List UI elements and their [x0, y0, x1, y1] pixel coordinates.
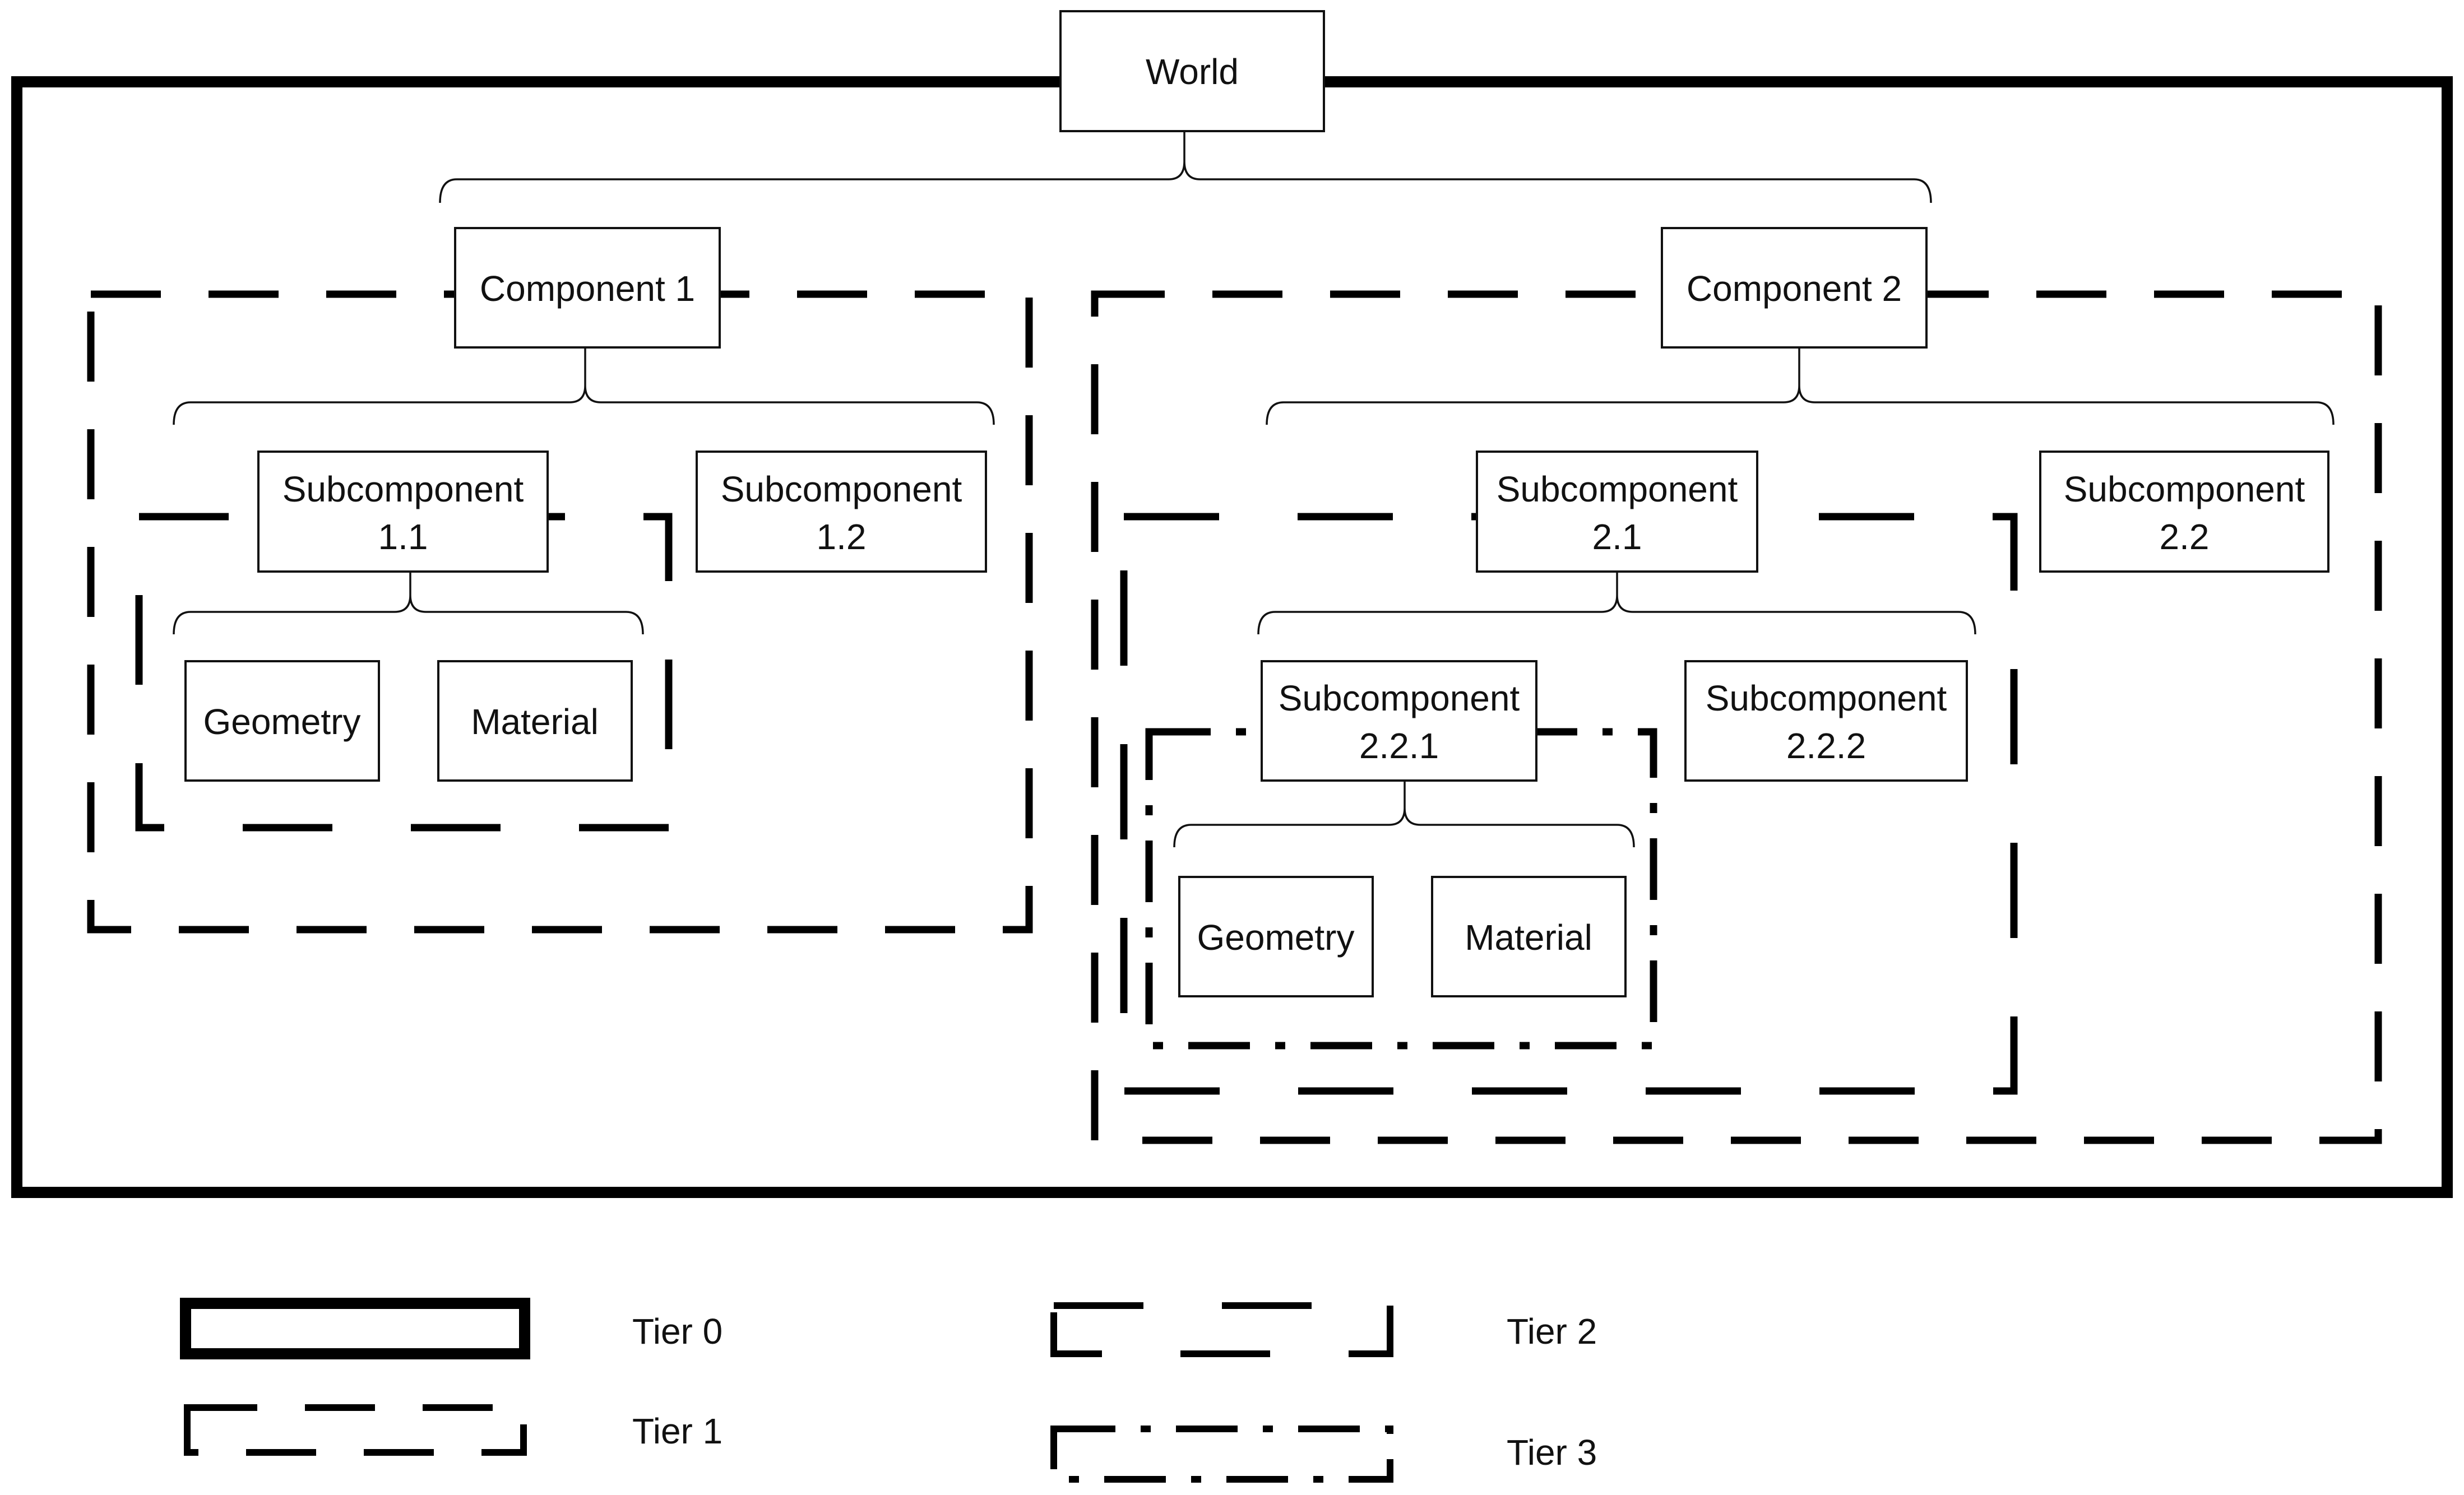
tier1-boundary-component1: [87, 290, 1033, 934]
node-subcomponent-1-2: Subcomponent 1.2: [696, 451, 987, 573]
svg-text:1.2: 1.2: [817, 517, 867, 557]
legend-swatch-tier2: [1050, 1302, 1393, 1357]
svg-text:Subcomponent: Subcomponent: [2064, 469, 2305, 509]
node-material-1: Material: [437, 660, 633, 782]
legend-label-tier0: Tier 0: [632, 1311, 722, 1352]
node-world: World: [1059, 10, 1325, 132]
brace-sub221: [1173, 781, 1635, 848]
tier2-boundary-sub21: [1120, 513, 2018, 1095]
svg-text:Material: Material: [471, 702, 599, 742]
svg-text:Subcomponent: Subcomponent: [1279, 678, 1520, 718]
svg-text:Subcomponent: Subcomponent: [1706, 678, 1947, 718]
node-subcomponent-1-1: Subcomponent 1.1: [257, 451, 549, 573]
svg-text:Subcomponent: Subcomponent: [721, 469, 962, 509]
tier0-boundary: [11, 76, 2453, 1198]
svg-text:2.2.1: 2.2.1: [1359, 726, 1439, 766]
svg-text:2.2.2: 2.2.2: [1786, 726, 1866, 766]
svg-text:2.2: 2.2: [2160, 517, 2210, 557]
legend-label-tier3: Tier 3: [1507, 1432, 1597, 1473]
legend-label-tier2: Tier 2: [1507, 1311, 1597, 1352]
brace-component1: [173, 347, 995, 425]
legend: Tier 0 Tier 1 Tier 2 Tier 3: [180, 1298, 1597, 1483]
svg-text:Geometry: Geometry: [1197, 917, 1355, 958]
node-subcomponent-2-2-2: Subcomponent 2.2.2: [1684, 660, 1968, 782]
node-component2: Component 2: [1661, 227, 1928, 349]
svg-text:2.1: 2.1: [1592, 517, 1642, 557]
svg-text:Component 2: Component 2: [1687, 268, 1902, 309]
svg-text:Subcomponent: Subcomponent: [282, 469, 524, 509]
svg-text:Geometry: Geometry: [203, 702, 361, 742]
legend-swatch-tier0: [180, 1298, 530, 1359]
legend-swatch-tier1: [184, 1404, 527, 1456]
node-geometry-1: Geometry: [184, 660, 380, 782]
brace-world: [439, 131, 1932, 203]
brace-component2: [1266, 347, 2335, 425]
node-subcomponent-2-2: Subcomponent 2.2: [2039, 451, 2329, 573]
legend-label-tier1: Tier 1: [632, 1411, 722, 1451]
svg-text:Subcomponent: Subcomponent: [1497, 469, 1738, 509]
node-component1: Component 1: [454, 227, 721, 349]
brace-sub11: [173, 572, 644, 635]
svg-text:1.1: 1.1: [378, 517, 428, 557]
brace-sub21: [1257, 572, 1976, 635]
node-material-2: Material: [1431, 876, 1627, 997]
node-subcomponent-2-1: Subcomponent 2.1: [1476, 451, 1758, 573]
svg-text:Material: Material: [1465, 917, 1592, 958]
tier2-boundary-sub11: [135, 513, 673, 832]
svg-text:Component 1: Component 1: [480, 268, 695, 309]
legend-swatch-tier3: [1050, 1426, 1393, 1483]
node-subcomponent-2-2-1: Subcomponent 2.2.1: [1261, 660, 1537, 782]
svg-text:World: World: [1146, 52, 1239, 92]
node-geometry-2: Geometry: [1178, 876, 1374, 997]
